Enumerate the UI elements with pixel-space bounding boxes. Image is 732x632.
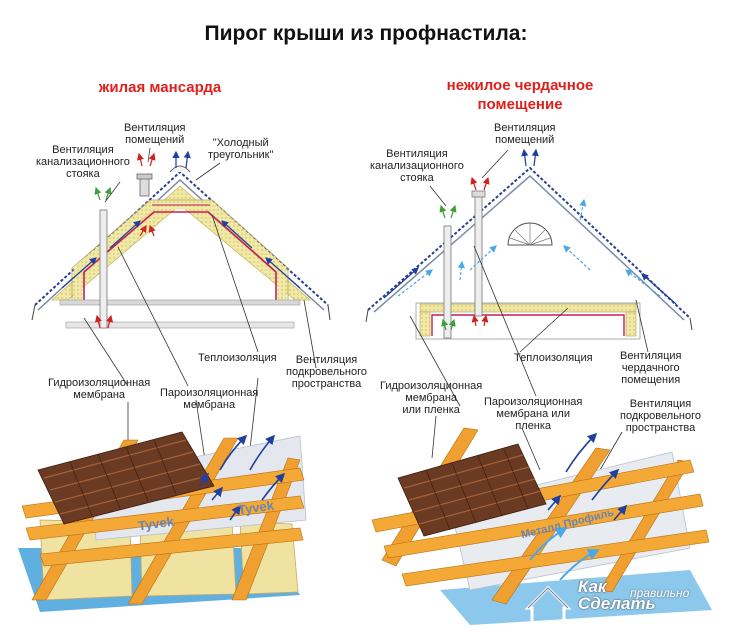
right-label-vaporbarrier: Пароизоляционная мембрана или пленка: [484, 396, 583, 432]
watermark-house-icon: [524, 585, 572, 626]
page-title: Пирог крыши из профнастила:: [204, 22, 528, 45]
right-label-vent-rooms: Вентиляция помещений: [494, 122, 556, 146]
left-subtitle: жилая мансарда: [98, 79, 222, 96]
left-roof-detail: [18, 431, 307, 612]
watermark-line2: Сделать: [578, 594, 656, 613]
left-label-vent-rooms: Вентиляция помещений: [124, 122, 186, 146]
left-house-section: [31, 150, 331, 329]
right-label-vent-sewer: Вентиляция канализационного стояка: [370, 148, 464, 184]
right-label-vent-underroof: Вентиляция подкровельного пространства: [620, 398, 702, 434]
left-label-vent-underroof: Вентиляция подкровельного пространства: [286, 354, 368, 390]
right-leader-lines: [409, 149, 649, 471]
right-subtitle: нежилое чердачное помещение: [446, 77, 594, 113]
watermark-text: Как Сделать: [578, 578, 656, 612]
right-label-vent-attic: Вентиляция чердачного помещения: [620, 350, 682, 386]
left-label-vaporbarrier: Пароизоляционная мембрана: [160, 387, 259, 411]
right-roof-detail: [371, 427, 712, 625]
watermark-line3: правильно: [630, 586, 690, 600]
watermark-line1: Как: [578, 577, 607, 596]
left-label-cold-triangle: "Холодный треугольник": [208, 137, 274, 161]
left-label-waterproof: Гидроизоляционная мембрана: [48, 377, 151, 401]
right-label-insulation: Теплоизоляция: [514, 352, 593, 364]
right-label-waterproof: Гидроизоляционная мембрана или пленка: [380, 380, 483, 416]
left-label-vent-sewer: Вентиляция канализационного стояка: [36, 144, 130, 180]
left-label-insulation: Теплоизоляция: [198, 352, 277, 364]
